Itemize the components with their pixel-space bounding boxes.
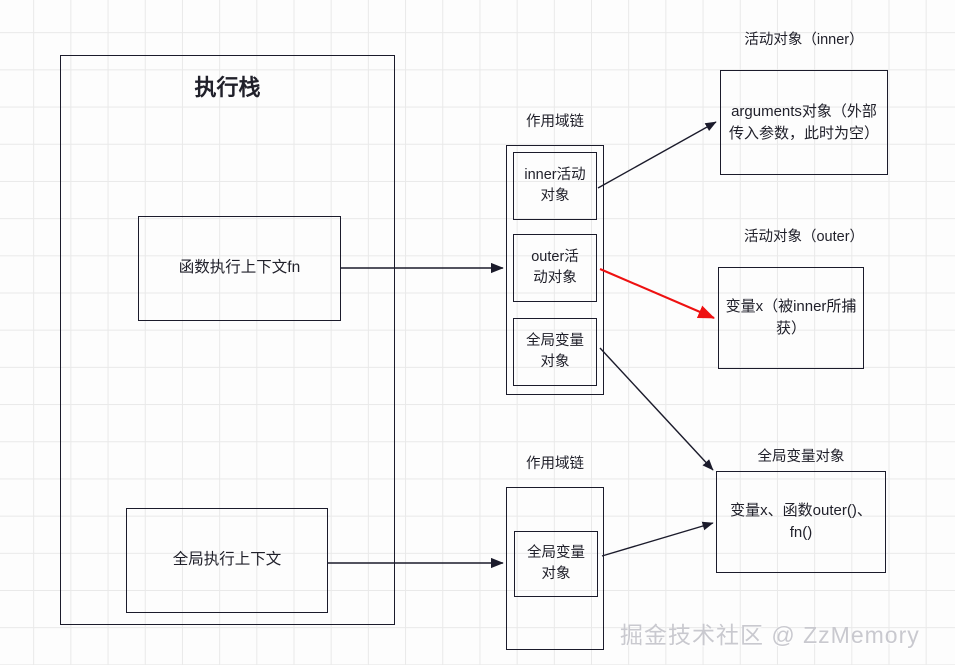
execution-frame-fn-label: 函数执行上下文fn — [178, 259, 301, 277]
activation-object-inner-label: arguments对象（外部传入参数，此时为空） — [728, 102, 879, 142]
scope-chain-item-global-label: 全局变量 对象 — [526, 332, 584, 370]
global-variable-object-caption: 全局变量对象 — [757, 449, 845, 465]
execution-frame-global — [126, 508, 328, 613]
scope-chain-item-inner — [513, 152, 597, 220]
activation-object-outer-box — [718, 267, 864, 369]
global-variable-object-label: 变量x、函数outer()、fn() — [730, 502, 872, 541]
scope-chain-lower-item-global-label: 全局变量 对象 — [527, 544, 585, 582]
activation-object-outer-label: 变量x（被inner所捕获） — [725, 298, 857, 337]
scope-chain-lower-box — [506, 487, 604, 650]
activation-object-inner-box — [720, 70, 888, 175]
scope-chain-item-inner-label: inner活动 对象 — [524, 166, 586, 204]
connector-bottom-scope-to-global-object — [601, 521, 714, 557]
scope-chain-item-outer-label: outer活 动对象 — [531, 248, 579, 286]
scope-chain-item-global — [513, 318, 597, 386]
watermark: 掘金技术社区 @ ZzMemory — [620, 622, 920, 648]
connector-inner-to-arguments-object — [597, 121, 717, 189]
execution-stack-box — [60, 55, 395, 625]
execution-frame-fn — [138, 216, 341, 321]
connector-outer-to-variable-x — [599, 268, 715, 319]
scope-chain-upper-caption: 作用域链 — [526, 114, 584, 130]
execution-frame-global-label: 全局执行上下文 — [172, 551, 282, 569]
execution-stack-title: 执行栈 — [194, 75, 261, 100]
scope-chain-lower-caption: 作用域链 — [526, 456, 584, 472]
connector-global-var-to-global-object — [599, 347, 714, 471]
activation-object-inner-caption: 活动对象（inner） — [744, 32, 864, 48]
activation-object-outer-caption: 活动对象（outer） — [743, 229, 865, 245]
global-variable-object-box — [716, 471, 886, 573]
scope-chain-item-outer — [513, 234, 597, 302]
scope-chain-lower-item-global — [514, 531, 598, 597]
